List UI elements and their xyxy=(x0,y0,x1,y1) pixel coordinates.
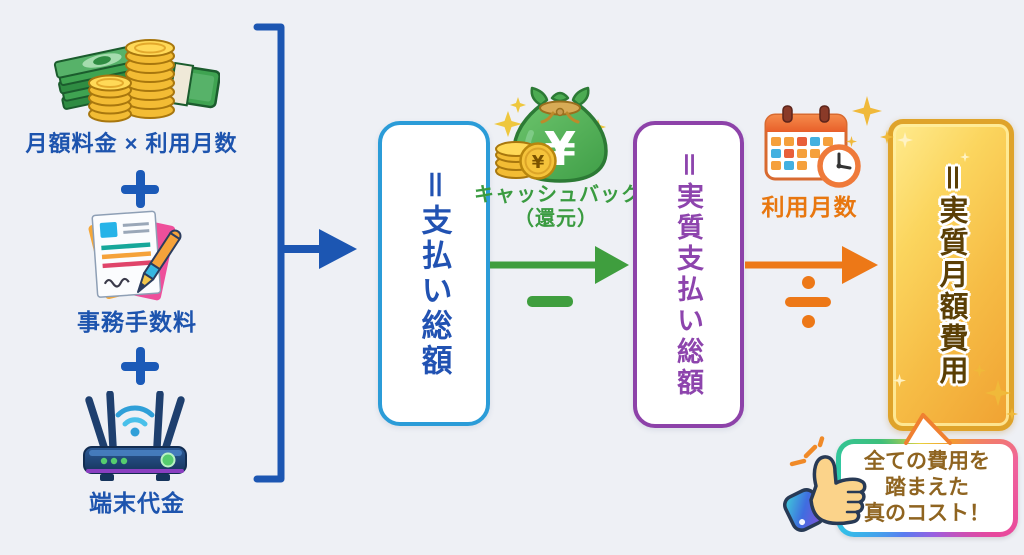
total-payment-box: ＝支払い総額 xyxy=(378,121,490,426)
monthly-fee-label: 月額料金 × 利用月数 xyxy=(25,131,238,156)
thumbs-up-icon xyxy=(783,436,867,532)
divide-icon xyxy=(785,276,831,328)
device-cost-label: 端末代金 xyxy=(89,490,185,516)
callout-line2: 踏まえた xyxy=(885,476,969,499)
arrow-right-blue-icon xyxy=(281,229,357,269)
admin-fee-label: 事務手数料 xyxy=(77,309,197,335)
arrow-right-orange-icon xyxy=(745,246,878,284)
net-payment-box: ＝実質支払い総額 xyxy=(633,121,744,428)
sparkle-icon xyxy=(960,152,970,162)
plus-icon xyxy=(121,170,159,208)
callout-line3: 真のコスト！ xyxy=(864,502,990,525)
usage-months-label: 利用月数 xyxy=(761,194,858,220)
monthly-cost-label: ＝実質月額費用 xyxy=(935,162,967,387)
money-stack-icon xyxy=(53,39,220,123)
plus-icon xyxy=(121,347,159,385)
money-bag-icon: ¥ ¥ xyxy=(494,86,608,183)
arrow-right-green-icon xyxy=(490,246,629,284)
documents-icon xyxy=(88,210,182,301)
cashback-label-line2: （還元） xyxy=(514,208,598,230)
sparkle-icon xyxy=(846,136,857,147)
monthly-cost-box: ＝実質月額費用 xyxy=(888,119,1014,431)
net-payment-label: ＝実質支払い総額 xyxy=(673,150,703,399)
svg-text:¥: ¥ xyxy=(532,152,545,173)
calendar-clock-icon xyxy=(764,105,861,188)
total-payment-label: ＝支払い総額 xyxy=(416,168,452,379)
callout-line1: 全ての費用を xyxy=(864,450,990,473)
minus-icon xyxy=(527,296,573,307)
cashback-label: キャッシュバック （還元） xyxy=(474,183,642,231)
router-icon xyxy=(83,391,187,481)
speech-bubble-pointer xyxy=(904,413,952,445)
cashback-label-line1: キャッシュバック xyxy=(474,184,642,206)
